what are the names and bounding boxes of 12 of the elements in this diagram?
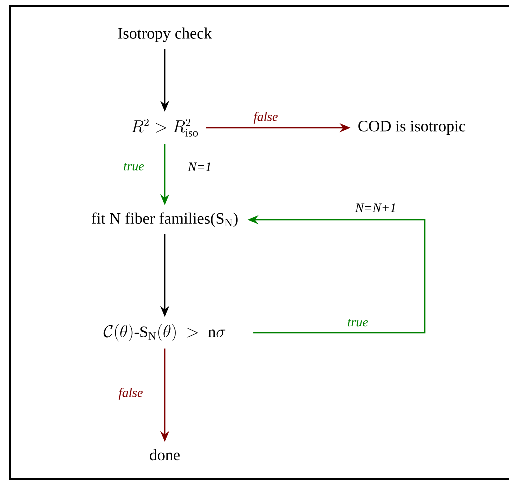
flow-text: $R^2 >R^2_{\mathrm{iso}}$	[132, 118, 198, 137]
flow-text: fit N fiber families(S$_{N}$)	[92, 212, 238, 228]
flow-text: COD is isotropic	[358, 121, 466, 135]
note-label: N=N+1	[355, 204, 396, 212]
note-label: N=1	[188, 162, 211, 172]
flow-text: Isotropy check	[118, 28, 212, 42]
edge-label: false	[118, 388, 143, 400]
flow-text: done	[150, 449, 180, 461]
flow-text: $\mathcal{C}(\theta)\text{-}\mathrm{S}_{\mathrm{N}}(\theta)\ >\ \mathrm{n}\sigma$	[104, 324, 226, 342]
edge-label: false	[254, 112, 278, 124]
edge-label: true	[124, 163, 144, 171]
edge-label: true	[348, 319, 368, 327]
